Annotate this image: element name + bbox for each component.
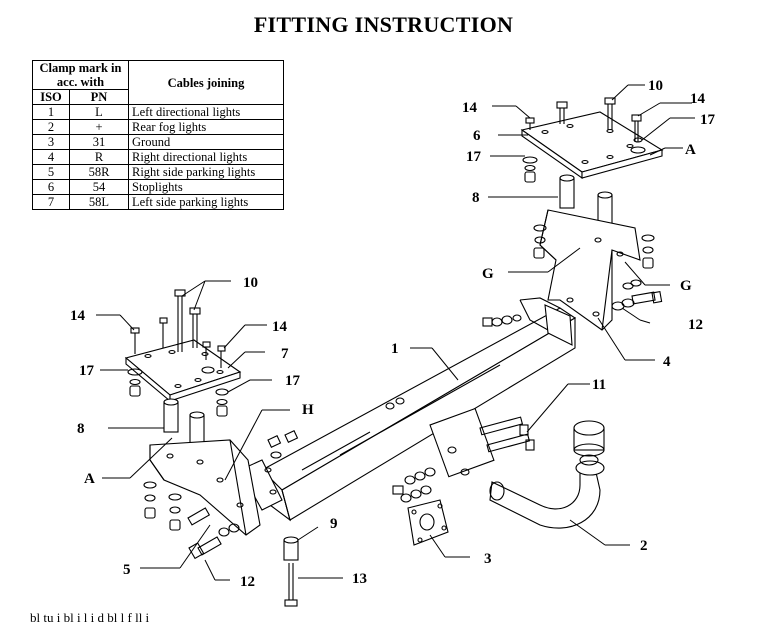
- label-8-right: 8: [472, 190, 480, 206]
- label-12-right: 12: [688, 317, 703, 333]
- footer-text: bl tu i bl i l i d bl l f ll i: [30, 610, 150, 625]
- label-17-c: 17: [466, 149, 482, 165]
- label-14-c: 14: [462, 100, 478, 116]
- label-11: 11: [592, 377, 606, 393]
- label-7: 7: [281, 346, 289, 362]
- leader-lines: [96, 84, 695, 581]
- label-3: 3: [484, 551, 492, 567]
- page-title: FITTING INSTRUCTION: [253, 12, 514, 37]
- label-17-a: 17: [79, 363, 95, 379]
- label-4: 4: [663, 354, 671, 370]
- label-H: H: [302, 402, 314, 418]
- label-14-d: 14: [690, 91, 706, 107]
- label-14-b: 14: [272, 319, 288, 335]
- label-G-right: G: [680, 278, 692, 294]
- tow-ball: [392, 407, 605, 546]
- label-14-a: 14: [70, 308, 86, 324]
- label-8-left: 8: [77, 421, 85, 437]
- label-13: 13: [352, 571, 367, 587]
- label-10-right: 10: [648, 78, 663, 94]
- label-A-right: A: [685, 142, 696, 158]
- left-upper-bracket: [124, 289, 299, 607]
- header-pn: PN: [69, 89, 129, 105]
- right-upper-bracket: [520, 97, 664, 331]
- label-9: 9: [330, 516, 338, 532]
- label-12-left: 12: [240, 574, 255, 590]
- header-clamp: Clamp mark in acc. with: [32, 60, 129, 90]
- header-cables: Cables joining: [128, 60, 284, 105]
- main-crossbar: [239, 297, 577, 522]
- label-G-left: G: [482, 266, 494, 282]
- label-1: 1: [391, 341, 399, 357]
- label-A-left: A: [84, 471, 95, 487]
- label-5: 5: [123, 562, 131, 578]
- callout-labels: 1 2 3 4 5 6 7 8 8 9 10 10 11 12 12 13 14…: [70, 78, 716, 590]
- label-10-left: 10: [243, 275, 258, 291]
- cable-table: Clamp mark in acc. with Cables joining I…: [32, 60, 284, 210]
- label-6: 6: [473, 128, 481, 144]
- label-17-d: 17: [700, 112, 716, 128]
- label-17-b: 17: [285, 373, 301, 389]
- label-2: 2: [640, 538, 648, 554]
